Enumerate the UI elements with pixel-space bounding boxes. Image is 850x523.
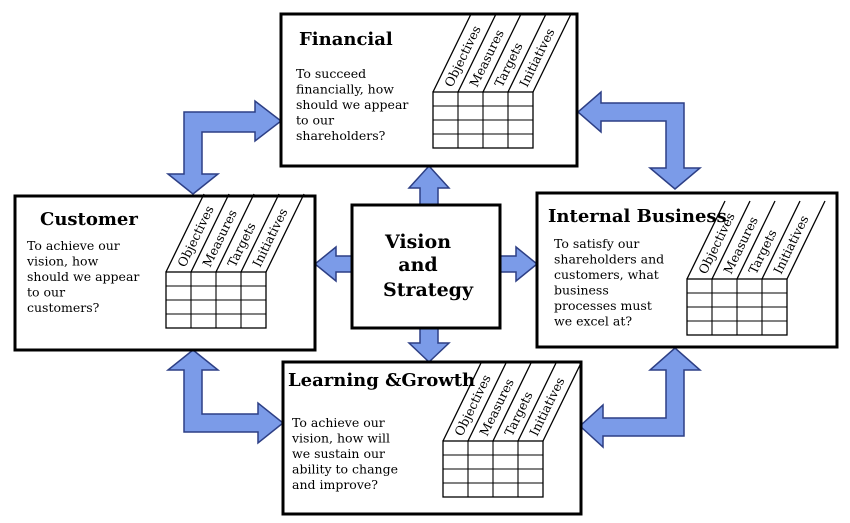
arrow-learning-internal bbox=[578, 347, 702, 449]
header-divider bbox=[457, 13, 497, 93]
question-line: customers? bbox=[27, 300, 100, 315]
header-divider bbox=[467, 362, 507, 442]
arrow-to-internal bbox=[499, 245, 539, 283]
vision-strategy-box: Vision and Strategy bbox=[350, 203, 502, 330]
header-divider bbox=[532, 13, 572, 93]
question-line: to our bbox=[27, 285, 65, 300]
financial-title: Financial bbox=[299, 29, 393, 50]
question-line: shareholders and bbox=[554, 252, 664, 267]
question-line: ability to change bbox=[292, 462, 398, 477]
center-line-3: Strategy bbox=[383, 279, 474, 301]
header-divider bbox=[786, 200, 826, 280]
learning-growth-title: Learning &Growth bbox=[288, 370, 475, 391]
header-divider bbox=[190, 193, 230, 273]
header-divider bbox=[736, 200, 776, 280]
arrow-financial-internal bbox=[576, 90, 703, 190]
question-line: To achieve our bbox=[292, 415, 385, 430]
question-line: and improve? bbox=[292, 477, 378, 492]
center-line-1: Vision bbox=[384, 231, 451, 253]
question-line: processes must bbox=[554, 298, 652, 313]
arrow-customer-financial bbox=[165, 99, 283, 195]
question-line: customers, what bbox=[554, 267, 659, 282]
question-line: business bbox=[554, 283, 609, 298]
header-divider bbox=[442, 362, 482, 442]
question-line: shareholders? bbox=[296, 128, 386, 143]
question-line: To satisfy our bbox=[554, 236, 639, 251]
arrow-to-customer bbox=[313, 245, 353, 283]
question-line: we sustain our bbox=[292, 446, 385, 461]
header-divider bbox=[240, 193, 280, 273]
question-line: should we appear bbox=[296, 97, 408, 112]
center-line-2: and bbox=[398, 254, 437, 276]
header-divider bbox=[686, 200, 726, 280]
arrow-to-learning bbox=[407, 327, 451, 364]
header-divider bbox=[265, 193, 305, 273]
question-line: vision, how will bbox=[291, 431, 390, 446]
header-divider bbox=[761, 200, 801, 280]
question-line: to our bbox=[296, 113, 334, 128]
header-divider bbox=[482, 13, 522, 93]
header-divider bbox=[711, 200, 751, 280]
header-divider bbox=[507, 13, 547, 93]
question-line: To succeed bbox=[296, 66, 366, 81]
header-divider bbox=[492, 362, 532, 442]
arrow-to-financial bbox=[407, 164, 451, 206]
question-line: vision, how bbox=[26, 254, 99, 269]
question-line: should we appear bbox=[27, 269, 139, 284]
header-divider bbox=[165, 193, 205, 273]
header-divider bbox=[215, 193, 255, 273]
header-divider bbox=[517, 362, 557, 442]
header-divider bbox=[432, 13, 472, 93]
question-line: To achieve our bbox=[27, 238, 120, 253]
customer-title: Customer bbox=[40, 209, 138, 230]
question-line: we excel at? bbox=[554, 314, 632, 329]
internal-business-title: Internal Business bbox=[548, 206, 727, 227]
question-line: financially, how bbox=[296, 82, 394, 97]
header-divider bbox=[542, 362, 582, 442]
arrow-customer-learning bbox=[165, 349, 285, 445]
